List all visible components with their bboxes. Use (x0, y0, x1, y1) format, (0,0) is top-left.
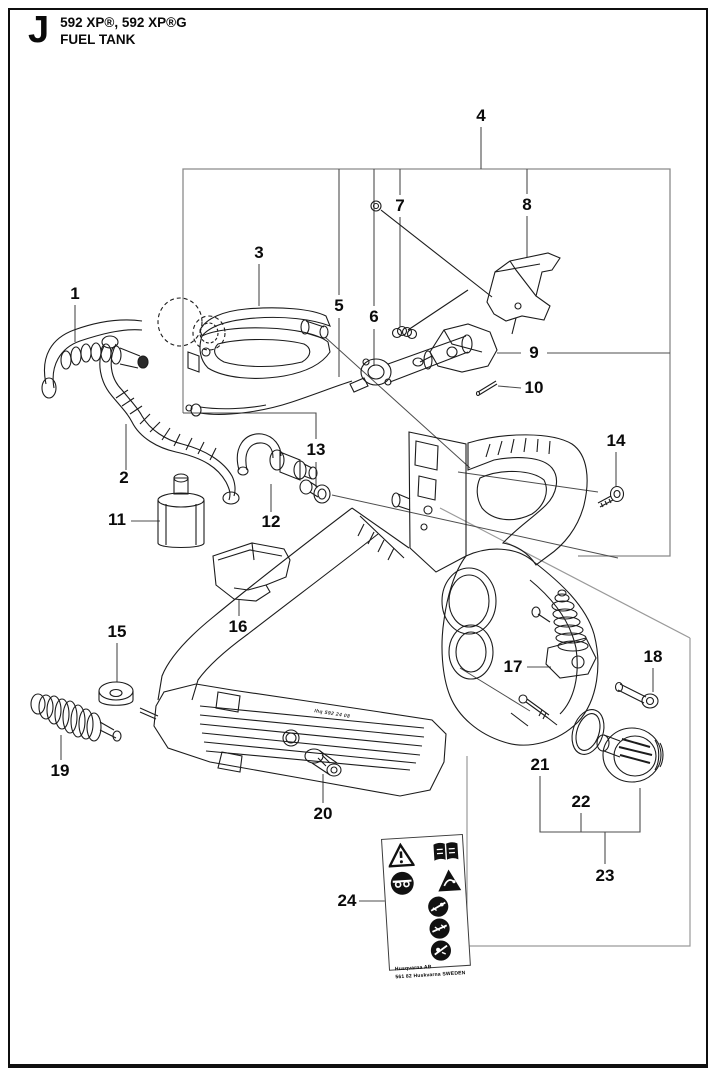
callout-9: 9 (529, 343, 539, 362)
part-2-drawing (99, 335, 240, 505)
callout-18: 18 (643, 647, 663, 666)
callout-15: 15 (107, 622, 127, 641)
callout-17: 17 (503, 657, 523, 676)
assembly-lines (324, 336, 619, 712)
callout-10: 10 (524, 378, 544, 397)
part-17-drawing (531, 589, 597, 679)
callout-21: 21 (530, 755, 550, 774)
chain-contact-icon (429, 918, 450, 939)
callout-8: 8 (522, 195, 532, 214)
part-12-drawing (236, 433, 318, 481)
read-manual-icon (433, 842, 459, 861)
model-title: 592 XP®, 592 XP®G (60, 15, 187, 30)
callout-24: 24 (337, 891, 357, 910)
part-7-drawing (370, 200, 493, 340)
page-title: FUEL TANK (60, 32, 136, 47)
handle-group-box (182, 168, 671, 557)
fuel-tank-body-drawing (139, 431, 599, 797)
section-letter: J (28, 9, 49, 51)
callout-16: 16 (228, 617, 248, 636)
callout-4: 4 (476, 106, 486, 125)
callout-3: 3 (254, 243, 264, 262)
callout-5: 5 (334, 296, 344, 315)
callout-19: 19 (50, 761, 70, 780)
callout-23: 23 (595, 866, 615, 885)
callout-7: 7 (395, 196, 405, 215)
part-16-drawing (212, 542, 291, 602)
part-23-drawing (596, 727, 664, 783)
callout-12: 12 (261, 512, 281, 531)
page-header: J 592 XP®, 592 XP®G FUEL TANK (28, 10, 187, 50)
warning-triangle-icon (387, 842, 415, 868)
part-21-drawing (510, 694, 558, 727)
part-13-drawing (299, 479, 331, 504)
callout-22: 22 (571, 792, 591, 811)
part-9-drawing (412, 323, 498, 373)
page-border (8, 8, 708, 1068)
part-14-drawing (597, 485, 625, 508)
part-5-drawing (185, 377, 369, 417)
part-1-drawing (41, 297, 226, 399)
kickback-warning-icon (438, 869, 462, 892)
fuel-cap-group-box (439, 507, 691, 947)
callout-14: 14 (606, 431, 626, 450)
part-18-drawing (614, 681, 659, 709)
callout-1: 1 (70, 284, 80, 303)
leader-lines (60, 127, 670, 902)
part-22-drawing (571, 709, 605, 755)
two-hand-grip-icon (428, 896, 449, 917)
callout-20: 20 (313, 804, 333, 823)
part-10-drawing (475, 380, 498, 397)
callout-6: 6 (369, 307, 379, 326)
part-15-drawing (98, 681, 134, 706)
callout-2: 2 (119, 468, 129, 487)
part-3-drawing (187, 307, 331, 379)
part-11-drawing (157, 473, 205, 549)
part-19-drawing (30, 693, 122, 742)
callout-11: 11 (108, 510, 126, 529)
no-one-hand-icon (430, 940, 452, 961)
callout-13: 13 (306, 440, 326, 459)
part-8-drawing (486, 252, 561, 335)
safety-label-sticker: Husqvarna AB 561 82 Huskvarna SWEDEN (381, 833, 471, 980)
eye-ear-protection-icon (390, 871, 414, 895)
part-20-drawing (304, 748, 342, 777)
